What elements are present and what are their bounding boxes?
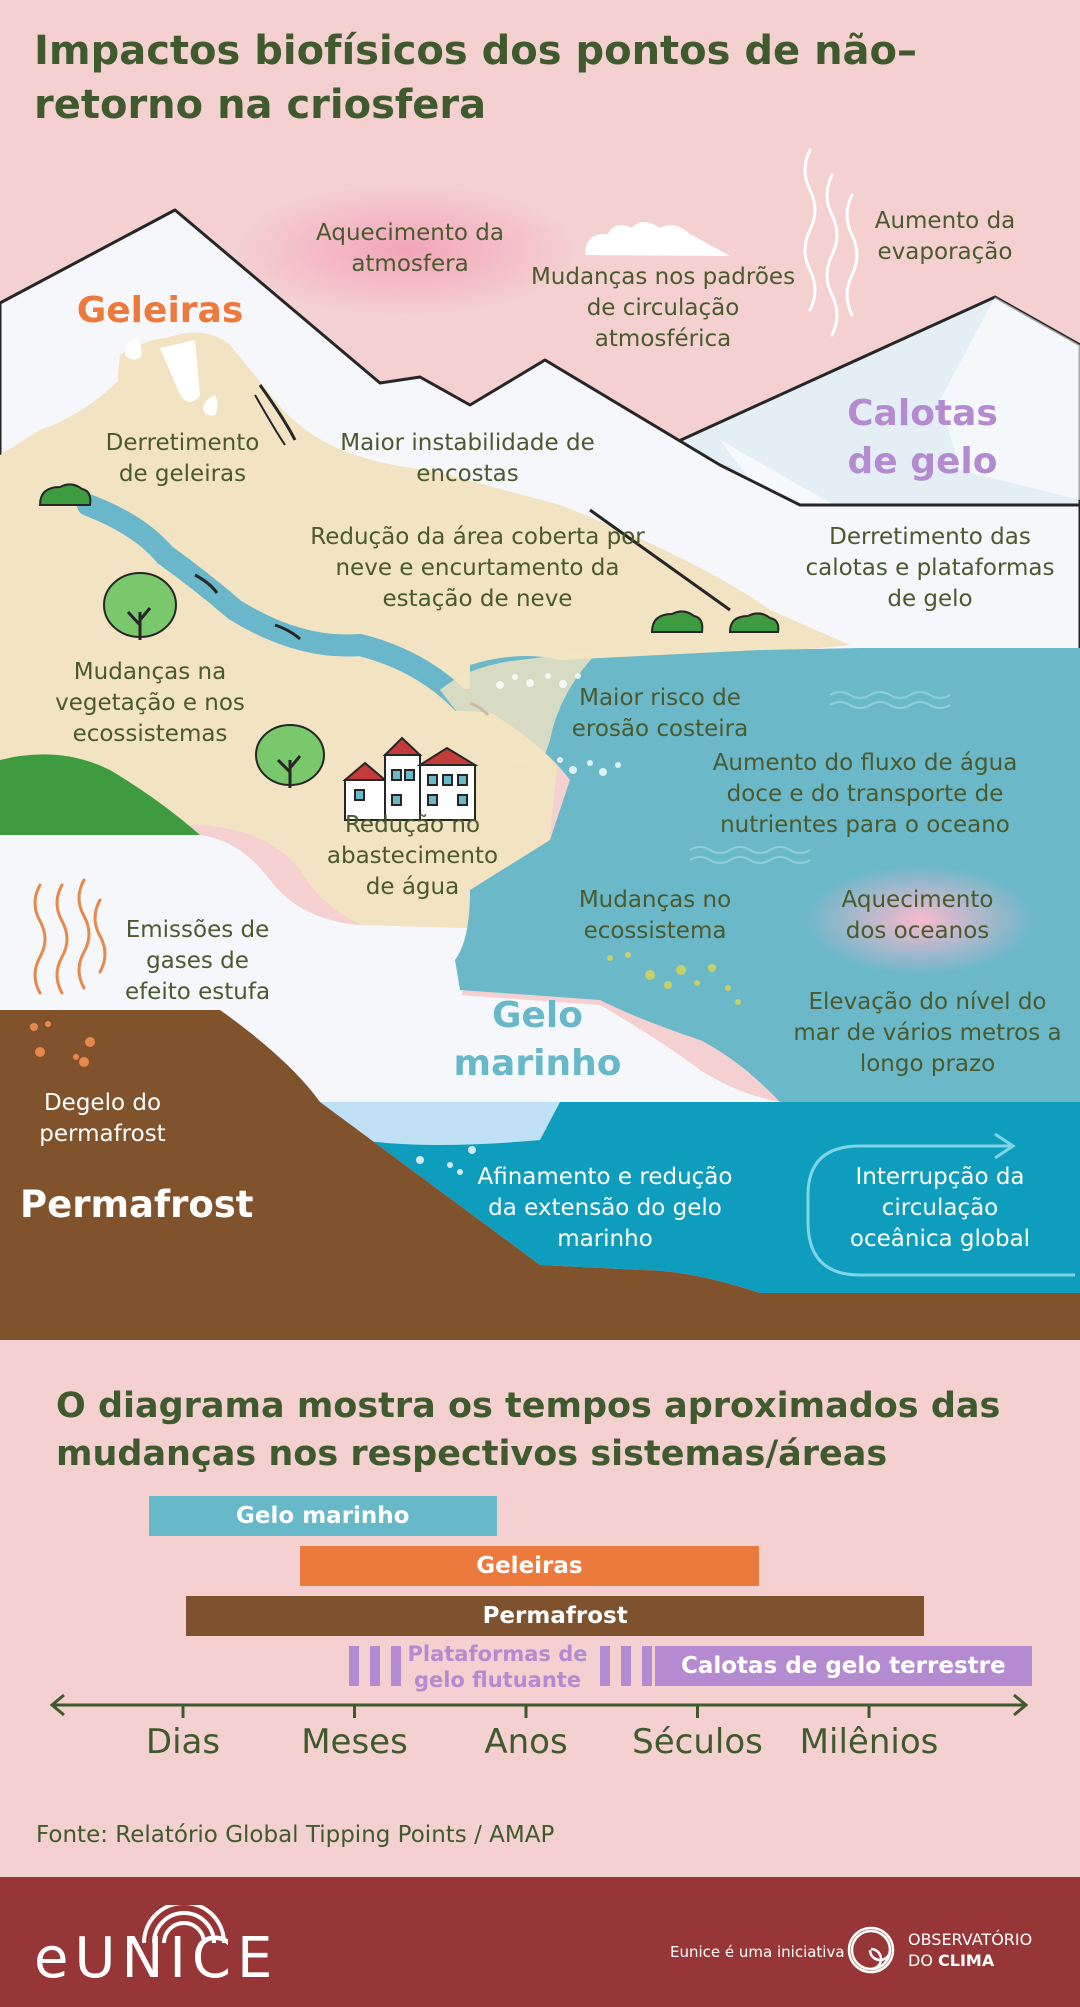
timeline-bar-plataformas-de-gelo-flutuante: Plataformas de gelo flutuante — [407, 1642, 588, 1692]
sea-ice — [320, 995, 780, 1102]
label-degelo-permafrost: Degelo do permafrost — [39, 1090, 166, 1147]
label-aquecimento-atmosfera: Aquecimento da atmosfera — [316, 220, 504, 277]
timeline-bar-permafrost: Permafrost — [186, 1596, 924, 1636]
footer: eUNICE Eunice é uma iniciativa OBSERVATÓ… — [0, 1877, 1080, 2007]
label-derretimento-calotas: Derretimento das calotas e plataformas d… — [805, 524, 1055, 612]
permafrost-dots — [30, 1021, 95, 1067]
label-elevacao-mar: Elevação do nível do mar de vários metro… — [793, 989, 1062, 1077]
label-permafrost: Permafrost — [20, 1183, 254, 1226]
timeline-stripe — [621, 1646, 631, 1686]
eunice-logo[interactable]: eUNICE — [34, 1905, 304, 1985]
permafrost-soil — [0, 1010, 1080, 1340]
label-erosao-costeira: Maior risco de erosão costeira — [571, 685, 749, 742]
label-interrupcao-circulacao: Interrupção da circulação oceânica globa… — [849, 1164, 1031, 1252]
timeline-tick-label: Dias — [145, 1722, 221, 1762]
cryosphere-illustration — [0, 148, 1080, 1340]
footer-tagline: Eunice é uma iniciativa — [670, 1943, 845, 1961]
label-gelo-marinho: Gelo marinho — [453, 995, 622, 1084]
timeline-bar-calotas-de-gelo-terrestre: Calotas de gelo terrestre — [654, 1646, 1032, 1686]
timeline-tick-label: Anos — [484, 1722, 568, 1762]
deep-ocean — [320, 1102, 1080, 1293]
plankton-dots — [607, 952, 741, 1005]
wave-icon — [689, 691, 951, 864]
label-emissoes-gases: Emissões de gases de efeito estufa — [124, 917, 271, 1005]
source-note: Fonte: Relatório Global Tipping Points /… — [36, 1822, 555, 1848]
tree-icon — [103, 572, 325, 788]
label-aquecimento-oceanos: Aquecimento dos oceanos — [841, 887, 994, 944]
label-derretimento-geleiras: Derretimento de geleiras — [105, 430, 260, 487]
timeline-stripe — [391, 1646, 401, 1686]
cloud-icon — [585, 222, 730, 256]
bubbles-icon — [416, 673, 621, 1175]
timeline-stripe — [642, 1646, 652, 1686]
label-mudancas-circulacao: Mudanças nos padrões de circulação atmos… — [530, 264, 796, 352]
timeline-tick-label: Séculos — [632, 1722, 763, 1762]
glacier-drips-icon — [125, 337, 218, 416]
observatorio-line-2a: DO — [908, 1951, 938, 1970]
timeline-bar-geleiras: Geleiras — [299, 1546, 760, 1586]
green-hill — [0, 754, 200, 835]
label-fluxo-agua-doce: Aumento do fluxo de água doce e do trans… — [712, 750, 1018, 838]
timeline-tick-label: Milênios — [799, 1722, 939, 1762]
ocean — [455, 648, 1080, 1102]
page-title: Impactos biofísicos dos pontos de não–re… — [34, 28, 918, 128]
timeline-axis — [49, 1693, 1029, 1718]
timeline-stripe — [370, 1646, 380, 1686]
label-reducao-abastecimento: Redução no abastecimento de água — [326, 812, 499, 900]
observatorio-line-1: OBSERVATÓRIO — [908, 1930, 1033, 1949]
ocean-glow — [805, 865, 1035, 975]
label-reducao-neve: Redução da área coberta por neve e encur… — [310, 524, 645, 612]
observatorio-logo-icon[interactable] — [846, 1925, 896, 1975]
label-mudancas-vegetacao: Mudanças na vegetação e nos ecossistemas — [55, 659, 245, 747]
label-mudancas-ecossistema: Mudanças no ecossistema — [578, 887, 732, 944]
houses-icon — [342, 736, 479, 821]
timeline-stripe — [600, 1646, 610, 1686]
observatorio-line-2: DO CLIMA — [908, 1950, 1032, 1971]
timeline-bar-gelo-marinho: Gelo marinho — [148, 1496, 497, 1536]
label-geleiras: Geleiras — [76, 290, 244, 331]
timeline-tick-label: Meses — [301, 1722, 408, 1762]
observatorio-line-2b: CLIMA — [938, 1951, 995, 1970]
atmosphere-glow — [235, 185, 575, 315]
bush-icon — [38, 483, 780, 633]
label-instabilidade-encostas: Maior instabilidade de encostas — [340, 430, 595, 487]
emissions-icon — [33, 878, 107, 995]
observatorio-name: OBSERVATÓRIO DO CLIMA — [908, 1929, 1032, 1971]
timeline-title: O diagrama mostra os tempos aproximados … — [56, 1386, 1001, 1474]
label-calotas: Calotas de gelo — [847, 393, 998, 482]
evaporation-icon — [803, 148, 859, 337]
label-aumento-evaporacao: Aumento da evaporação — [874, 208, 1016, 265]
sand-slope — [0, 332, 850, 935]
label-afinamento-gelo: Afinamento e redução da extensão do gelo… — [477, 1164, 733, 1252]
timeline-stripe — [349, 1646, 359, 1686]
circulation-arrow-icon — [806, 1132, 1075, 1277]
